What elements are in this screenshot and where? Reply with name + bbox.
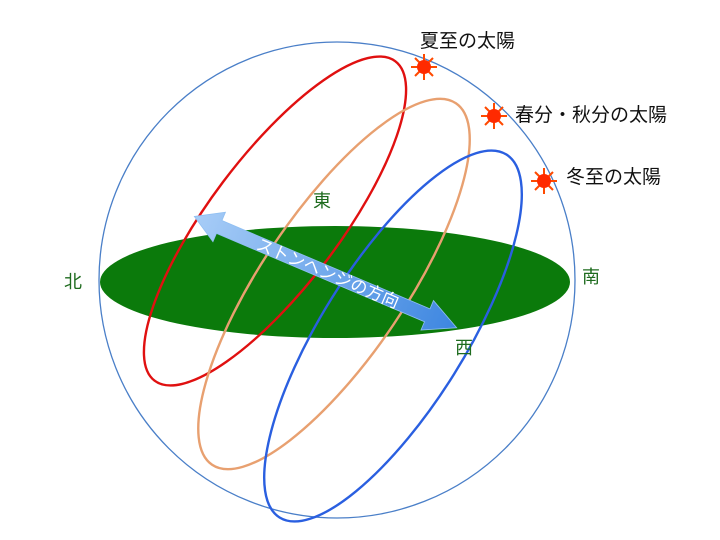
winter-sun-label: 冬至の太陽 bbox=[566, 166, 661, 188]
direction-east: 東 bbox=[313, 191, 331, 212]
direction-west: 西 bbox=[455, 338, 473, 359]
summer-sun-icon bbox=[411, 54, 437, 80]
celestial-sphere bbox=[98, 41, 576, 519]
equinox-sun-icon bbox=[481, 103, 507, 129]
winter-sun-icon bbox=[531, 168, 557, 194]
direction-north: 北 bbox=[64, 272, 82, 293]
summer-solstice-path bbox=[142, 55, 408, 387]
equinox-sun-label: 春分・秋分の太陽 bbox=[515, 104, 667, 126]
direction-south: 南 bbox=[582, 267, 600, 288]
summer-sun-label: 夏至の太陽 bbox=[420, 30, 515, 52]
